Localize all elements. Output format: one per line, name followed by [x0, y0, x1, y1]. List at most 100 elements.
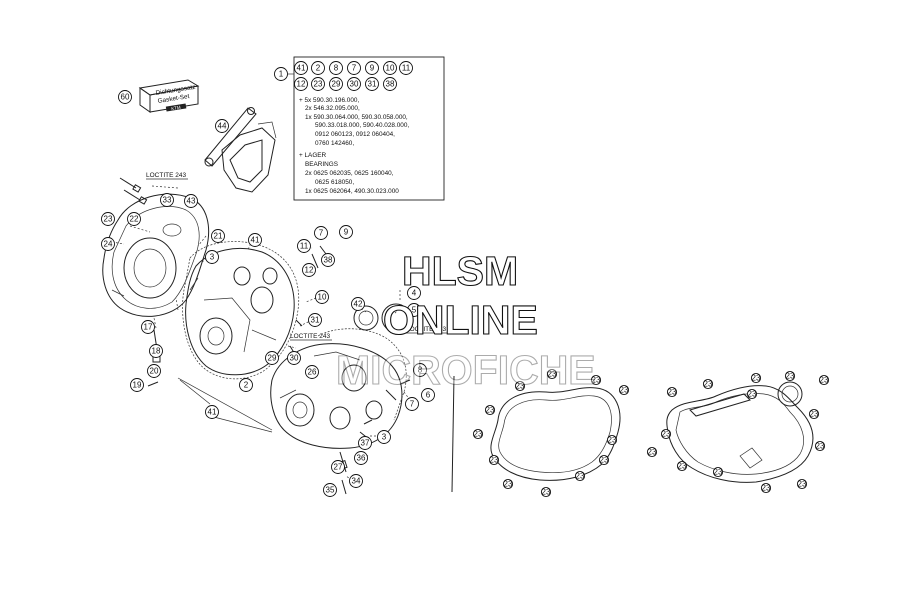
- gasket-right-bolt-13-label: 23: [748, 390, 757, 399]
- callout-26: 26: [305, 365, 319, 379]
- note-line8: BEARINGS: [305, 161, 338, 168]
- kit-box-line2: Gasket-Set: [157, 93, 190, 105]
- gasket-right-bolt-5-label: 23: [810, 410, 819, 419]
- callout-29: 29: [265, 351, 279, 365]
- kit-callout-5-label: 10: [386, 64, 395, 73]
- callout-22: 22: [127, 212, 141, 226]
- callout-19-label: 19: [133, 381, 142, 390]
- gasket-right-bolt-1-label: 23: [704, 380, 713, 389]
- callout-19: 19: [130, 378, 144, 392]
- gasket-right-bolt-2-label: 23: [752, 374, 761, 383]
- gasket-mid-bolt-3-label: 23: [592, 376, 601, 385]
- ktm-logo-icon: [165, 103, 187, 112]
- callout-7a: 7: [314, 226, 328, 240]
- gasket-right-bolt-0-label: 23: [668, 388, 677, 397]
- gasket-right-bolt-0: 23: [666, 386, 678, 398]
- gasket-mid-bolt-10: 23: [472, 428, 484, 440]
- callout-24-label: 24: [104, 240, 113, 249]
- callout-43: 43: [184, 194, 198, 208]
- kit-callout-6-label: 11: [402, 64, 411, 73]
- gasket-mid-bolt-9: 23: [502, 478, 514, 490]
- gasket-mid-bolt-4-label: 23: [620, 386, 629, 395]
- gasket-right-bolt-13: 23: [746, 388, 758, 400]
- callout-2-label: 2: [244, 381, 249, 390]
- gasket-right-bolt-12-label: 23: [662, 430, 671, 439]
- callout-42-label: 42: [354, 300, 363, 309]
- kit-callout-2-label: 8: [334, 64, 339, 73]
- kit-callout-9-label: 29: [332, 80, 341, 89]
- watermark: HLSM ONLINE MICROFICHE: [335, 247, 596, 393]
- callout-5-label: 5: [412, 306, 417, 315]
- gasket-right-bolt-1: 23: [702, 378, 714, 390]
- callout-44-label: 44: [218, 122, 227, 131]
- loctite-label-b: LOCTITE 243: [290, 333, 330, 340]
- gasket-right-bolt-7: 23: [796, 478, 808, 490]
- kit-callout-12-label: 38: [386, 80, 395, 89]
- engine-mount-bracket: [204, 107, 277, 193]
- watermark-line1: HLSM: [402, 248, 518, 294]
- callout-9: 9: [339, 225, 353, 239]
- gasket-mid-bolt-5: 23: [606, 434, 618, 446]
- callout-7b: 7: [405, 397, 419, 411]
- callout-7b-label: 7: [410, 400, 415, 409]
- gasket-mid-bolt-3: 23: [590, 374, 602, 386]
- callout-20-label: 20: [150, 367, 159, 376]
- callout-34-label: 34: [352, 477, 361, 486]
- callout-18-label: 18: [152, 347, 161, 356]
- callout-3a-label: 3: [210, 253, 215, 262]
- screws-and-pins: [119, 177, 411, 495]
- seal-ring: [353, 305, 379, 331]
- callout-36: 36: [354, 451, 368, 465]
- notes-text: + 5x 590.30.196.000, 2x 546.32.095.000, …: [299, 97, 409, 195]
- callout-29-label: 29: [268, 354, 277, 363]
- kit-callout-0: 41: [294, 61, 308, 75]
- gasket-mid-bolt-2: 23: [546, 368, 558, 380]
- o-ring-large: [381, 303, 411, 333]
- note-line10: 0625 618050,: [315, 179, 354, 186]
- cover-gasket-middle: [490, 387, 621, 481]
- callout-7a-label: 7: [319, 229, 324, 238]
- callout-2: 2: [239, 378, 253, 392]
- callout-27-label: 27: [334, 463, 343, 472]
- callout-17: 17: [141, 320, 155, 334]
- gasket-mid-bolt-2-label: 23: [548, 370, 557, 379]
- gasket-right-bolt-10: 23: [676, 460, 688, 472]
- kit-callout-4: 9: [365, 61, 379, 75]
- note-line3: 1x 590.30.064.000, 590.30.058.000,: [305, 114, 408, 121]
- note-line1: + 5x 590.30.196.000,: [299, 97, 359, 104]
- gasket-right-bolt-2: 23: [750, 372, 762, 384]
- kit-callout-11-label: 31: [368, 80, 377, 89]
- gasket-mid-bolt-8: 23: [540, 486, 552, 498]
- callout-60: 60: [118, 90, 132, 104]
- loctite-label-a: LOCTITE 243: [146, 172, 186, 179]
- callout-42: 42: [351, 297, 365, 311]
- callout-1-label: 1: [279, 70, 284, 79]
- note-line5: 0912 060123, 0912 060404,: [315, 131, 395, 138]
- kit-callout-10: 30: [347, 77, 361, 91]
- callout-17-label: 17: [144, 323, 153, 332]
- gasket-right-bolt-3-label: 23: [786, 372, 795, 381]
- callout-6-label: 6: [426, 391, 431, 400]
- callout-37: 37: [358, 436, 372, 450]
- kit-callout-5: 10: [383, 61, 397, 75]
- callout-36-label: 36: [357, 454, 366, 463]
- gasket-mid-bolt-10-label: 23: [474, 430, 483, 439]
- gasket-mid-bolt-7: 23: [574, 470, 586, 482]
- gasket-right-bolt-8: 23: [760, 482, 772, 494]
- callout-34: 34: [349, 474, 363, 488]
- loctite-label-c: LOCTITE 243: [406, 326, 446, 333]
- gasket-right-bolt-10-label: 23: [678, 462, 687, 471]
- gasket-mid-bolt-4: 23: [618, 384, 630, 396]
- kit-callout-0-label: 41: [297, 64, 306, 73]
- callout-60-label: 60: [121, 93, 130, 102]
- kit-callout-11: 31: [365, 77, 379, 91]
- callout-31: 31: [308, 313, 322, 327]
- callout-41b-label: 41: [208, 408, 217, 417]
- callout-22-label: 22: [130, 215, 139, 224]
- callout-37-label: 37: [361, 439, 370, 448]
- callout-12: 12: [302, 263, 316, 277]
- gasket-mid-bolt-11-label: 23: [490, 456, 499, 465]
